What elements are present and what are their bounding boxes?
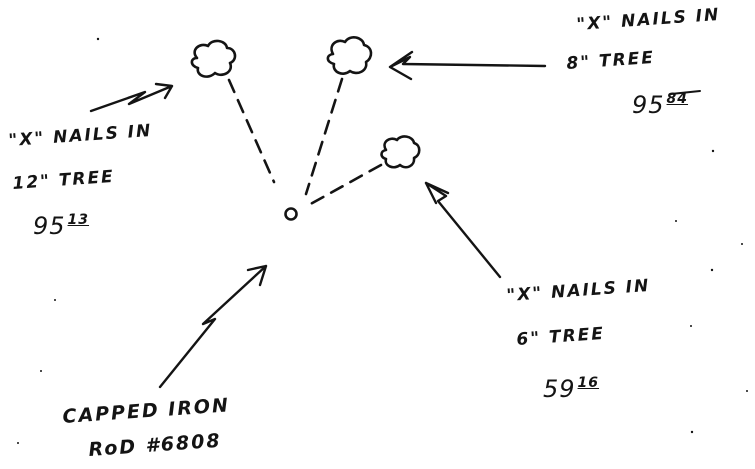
tree-8-elev-whole: 95: [632, 91, 665, 119]
arrow-to-6-tree: [424, 181, 502, 279]
sight-line-12: [227, 78, 276, 184]
tree-8-elev-frac: 84: [666, 91, 689, 107]
arrow-to-8-tree: [388, 50, 547, 81]
capped-iron-rod-marker: [284, 207, 298, 221]
sight-line-6: [305, 163, 383, 208]
paper-specks: [17, 37, 748, 444]
underline-8-tree: [670, 90, 701, 95]
arrow-to-rod: [158, 264, 268, 389]
tree-6-elev-frac: 16: [577, 375, 600, 391]
sight-line-8: [304, 77, 344, 196]
tree-12-elev-whole: 95: [33, 212, 66, 240]
tree-12-elev-frac: 13: [67, 212, 90, 228]
tree-12-symbol: [190, 39, 237, 78]
tree-6-elev-whole: 59: [543, 375, 576, 403]
tree-8-symbol: [326, 36, 373, 75]
tree-6-symbol: [380, 135, 421, 169]
arrow-to-12-tree: [89, 82, 174, 113]
